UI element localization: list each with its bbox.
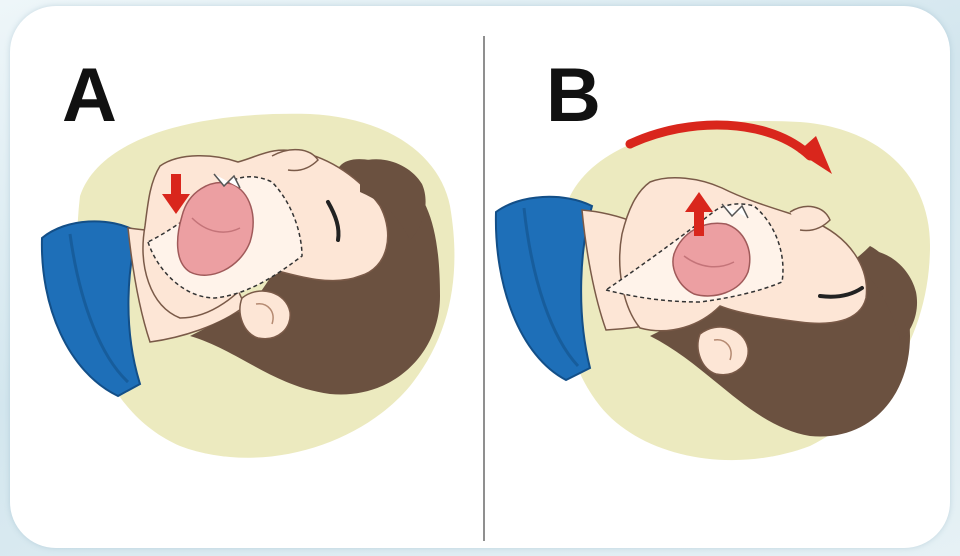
head-tilted-back-icon	[10, 6, 950, 548]
shirt-collar	[496, 197, 592, 380]
ear	[698, 327, 748, 375]
illustration-card: A	[10, 6, 950, 548]
